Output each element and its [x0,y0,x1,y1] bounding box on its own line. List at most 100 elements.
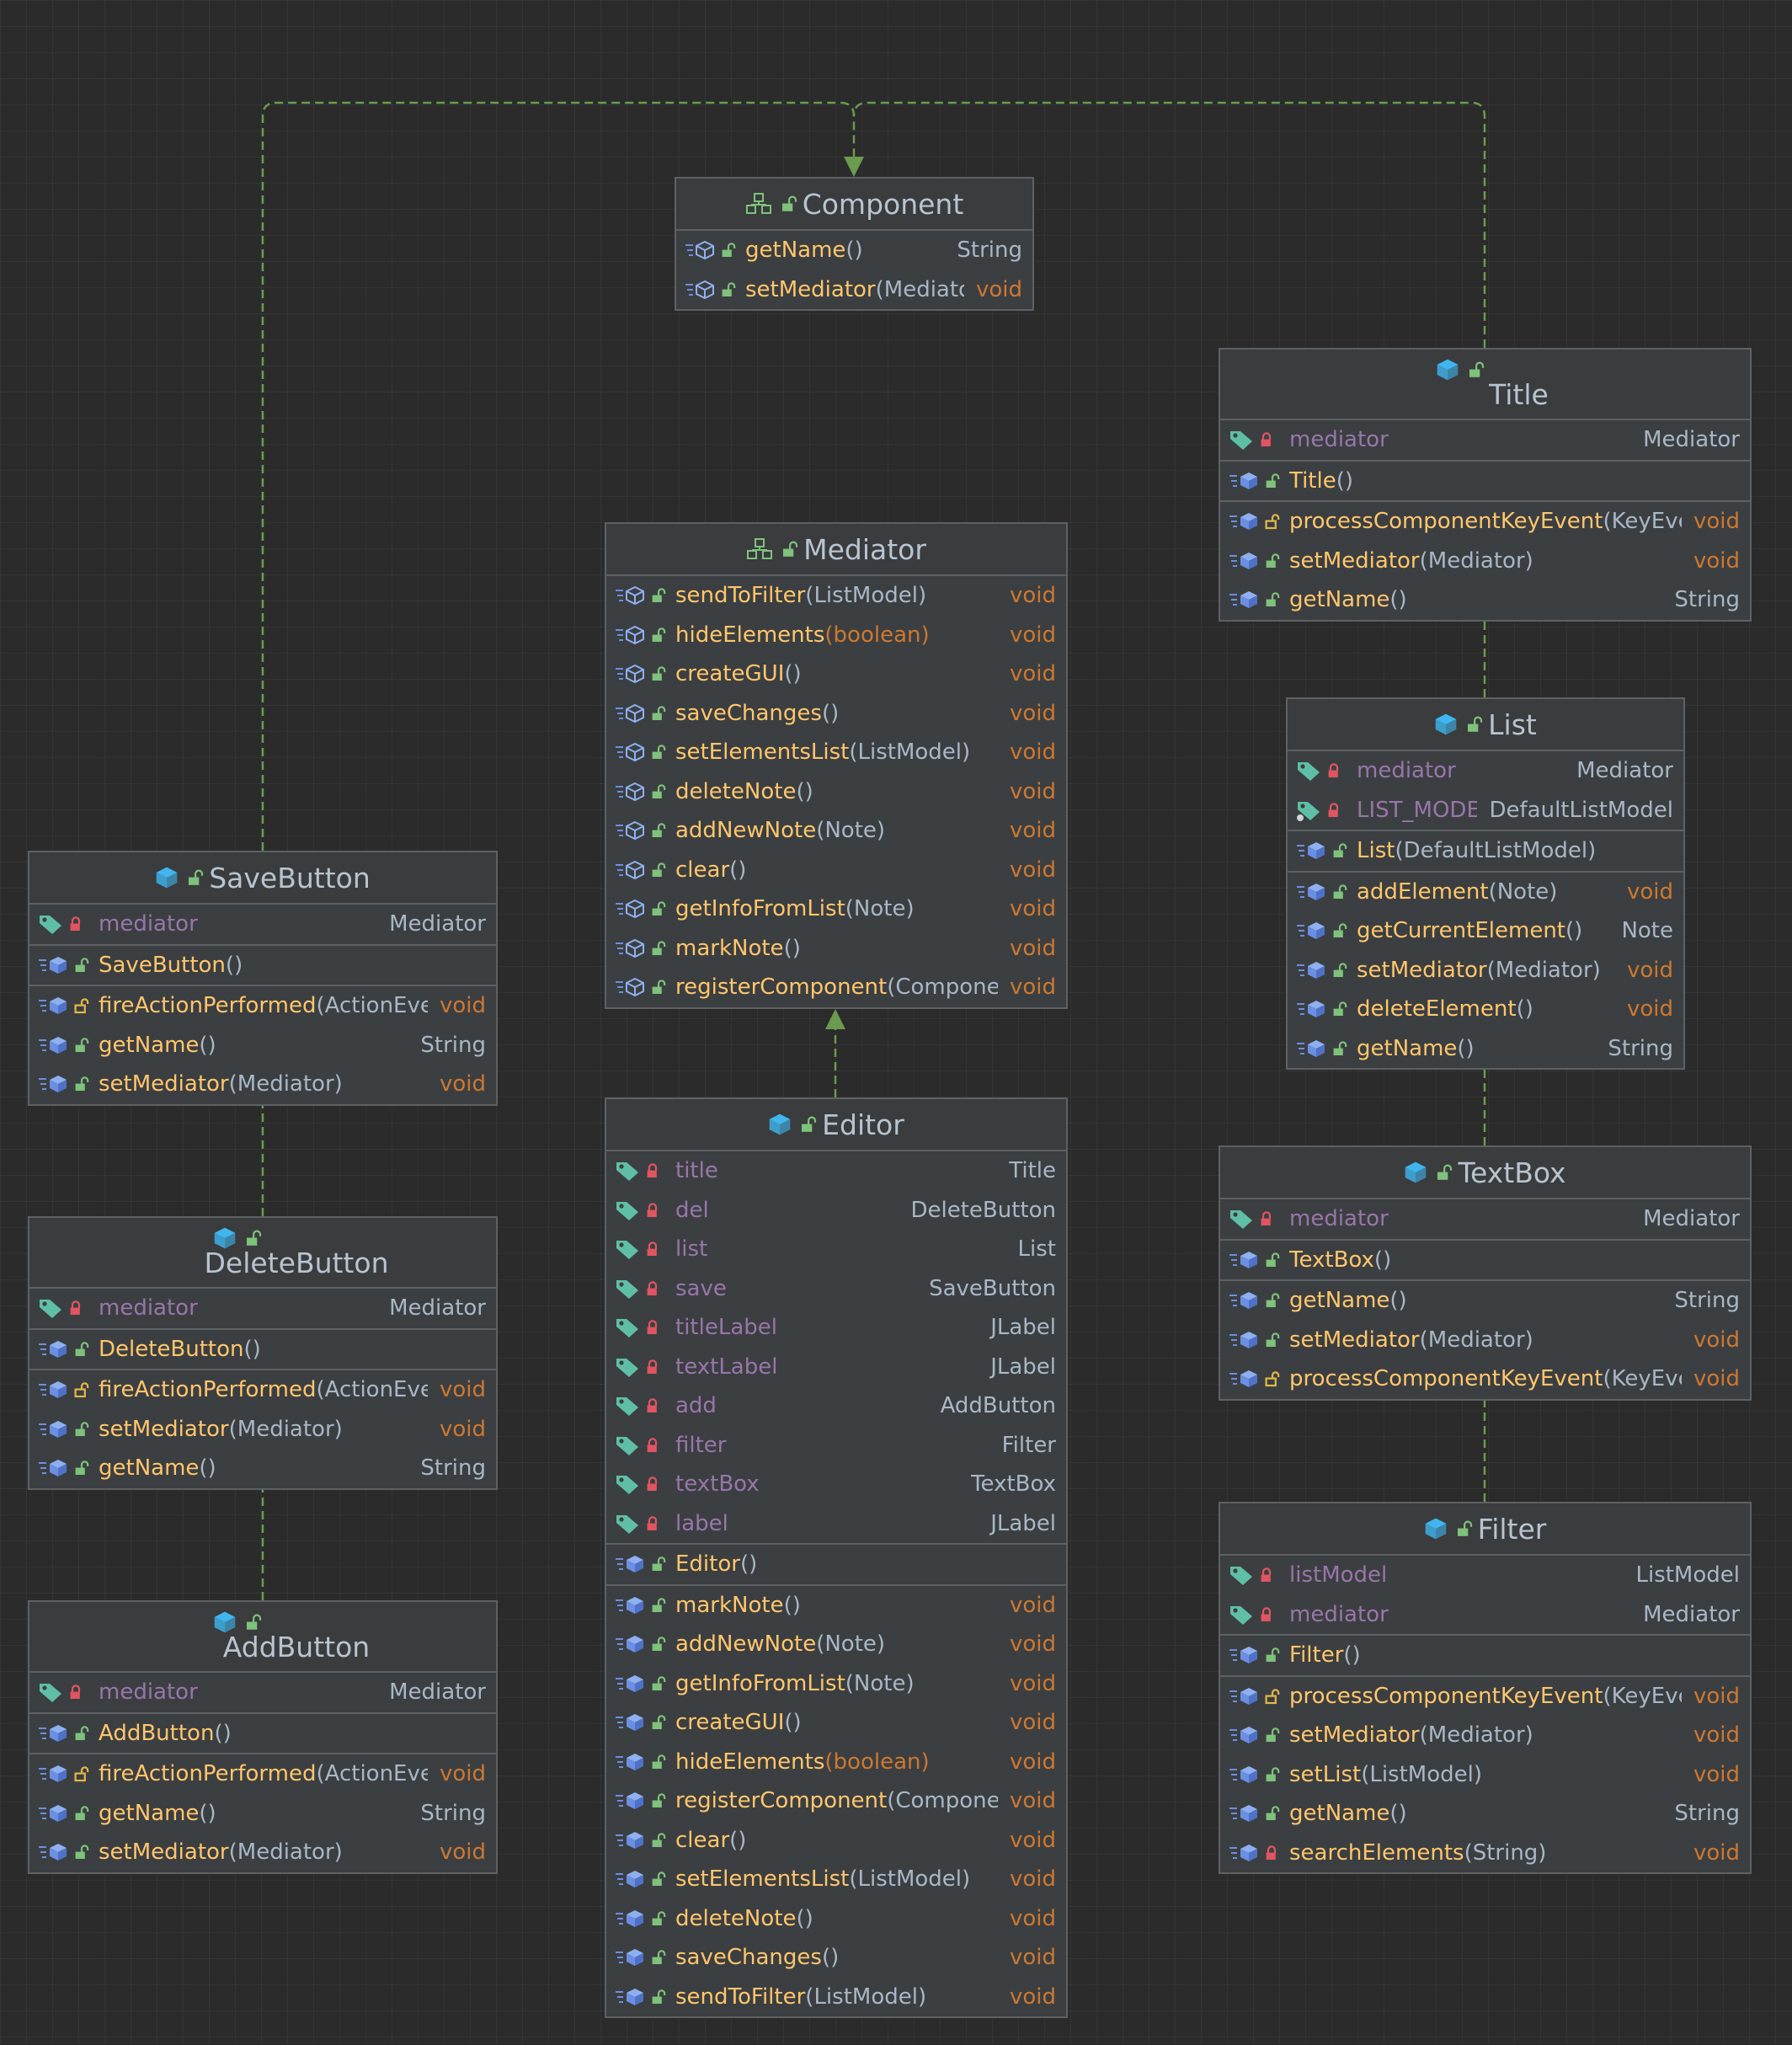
class-header[interactable]: DeleteButton [29,1218,496,1289]
class-header[interactable]: Mediator [606,524,1066,576]
method-row[interactable]: setMediator(Mediator)void [29,1410,496,1450]
method-row[interactable]: getName()String [1288,1029,1683,1069]
method-row[interactable]: createGUI()void [606,654,1066,694]
method-row[interactable]: deleteElement()void [1288,990,1683,1029]
method-row[interactable]: addNewNote(Note)void [606,811,1066,851]
class-header[interactable]: List [1288,699,1683,751]
method-row[interactable]: deleteNote()void [606,772,1066,812]
method-name: sendToFilter [675,583,806,609]
method-row[interactable]: hideElements(boolean)void [606,616,1066,655]
method-row[interactable]: fireActionPerformed(ActionEvent)void [29,1754,496,1794]
method-row[interactable]: processComponentKeyEvent(KeyEvent)void [1220,1677,1750,1717]
method-row[interactable]: setMediator(Mediator)void [29,1065,496,1104]
method-row[interactable]: sendToFilter(ListModel)void [606,1978,1066,2017]
method-row[interactable]: getName()String [29,1026,496,1065]
method-row[interactable]: SaveButton() [29,946,496,985]
member-type: void [1009,622,1056,648]
method-row[interactable]: registerComponent(Component)void [606,1781,1066,1821]
class-header[interactable]: AddButton [29,1602,496,1673]
method-row[interactable]: fireActionPerformed(ActionEvent)void [29,1370,496,1410]
class-header[interactable]: SaveButton [29,852,496,905]
method-row[interactable]: List(DefaultListModel) [1288,831,1683,871]
method-row[interactable]: setList(ListModel)void [1220,1755,1750,1795]
method-row[interactable]: setElementsList(ListModel)void [606,733,1066,772]
method-row[interactable]: getName()String [1220,1794,1750,1834]
method-row[interactable]: clear()void [606,851,1066,890]
method-row[interactable]: AddButton() [29,1714,496,1754]
method-row[interactable]: clear()void [606,1821,1066,1861]
method-row[interactable]: Title() [1220,462,1750,501]
member-icons [1229,1249,1289,1271]
method-row[interactable]: setMediator(Mediator)void [1288,951,1683,990]
method-row[interactable]: createGUI()void [606,1703,1066,1743]
method-row[interactable]: TextBox() [1220,1241,1750,1280]
method-row[interactable]: getName()String [676,231,1032,270]
method-row[interactable]: getName()String [1220,1281,1750,1321]
member-type: void [1009,1710,1056,1736]
method-row[interactable]: addNewNote(Note)void [606,1625,1066,1664]
method-row[interactable]: getInfoFromList(Note)void [606,889,1066,929]
method-row[interactable]: searchElements(String)void [1220,1834,1750,1873]
method-row[interactable]: registerComponent(Component)void [606,968,1066,1007]
class-header[interactable]: Editor [606,1099,1066,1151]
field-row[interactable]: LIST_MODELDefaultListModel [1288,791,1683,830]
method-row[interactable]: processComponentKeyEvent(KeyEvent)void [1220,1359,1750,1399]
method-row[interactable]: getCurrentElement()Note [1288,911,1683,951]
method-row[interactable]: sendToFilter(ListModel)void [606,576,1066,616]
class-header[interactable]: TextBox [1220,1147,1750,1199]
method-row[interactable]: setMediator(Mediator)void [1220,1321,1750,1360]
method-row[interactable]: fireActionPerformed(ActionEvent)void [29,986,496,1026]
method-row[interactable]: getName()String [1220,580,1750,620]
method-row[interactable]: getName()String [29,1449,496,1488]
method-row[interactable]: saveChanges()void [606,1938,1066,1978]
method-row[interactable]: processComponentKeyEvent(KeyEvent)void [1220,502,1750,542]
method-row[interactable]: setMediator(Mediator)void [29,1833,496,1872]
method-row[interactable]: setMediator(Mediator)void [676,270,1032,310]
method-row[interactable]: saveChanges()void [606,694,1066,734]
method-row[interactable]: markNote()void [606,1586,1066,1626]
method-row[interactable]: Editor() [606,1545,1066,1584]
method-row[interactable]: Filter() [1220,1636,1750,1675]
class-header[interactable]: Component [676,179,1032,231]
method-row[interactable]: hideElements(boolean)void [606,1743,1066,1782]
method-row[interactable]: setMediator(Mediator)void [1220,542,1750,581]
method-row[interactable]: setMediator(Mediator)void [1220,1716,1750,1755]
method-row[interactable]: markNote()void [606,929,1066,969]
class-header[interactable]: Title [1220,350,1750,420]
method-row[interactable]: deleteNote()void [606,1899,1066,1939]
class-list[interactable]: ListmediatorMediatorLIST_MODELDefaultLis… [1286,697,1685,1070]
method-row[interactable]: getName()String [29,1794,496,1834]
method-row[interactable]: addElement(Note)void [1288,873,1683,912]
method-row[interactable]: setElementsList(ListModel)void [606,1860,1066,1899]
class-header[interactable]: Filter [1220,1503,1750,1556]
method-row[interactable]: getInfoFromList(Note)void [606,1664,1066,1704]
method-row[interactable]: DeleteButton() [29,1330,496,1370]
